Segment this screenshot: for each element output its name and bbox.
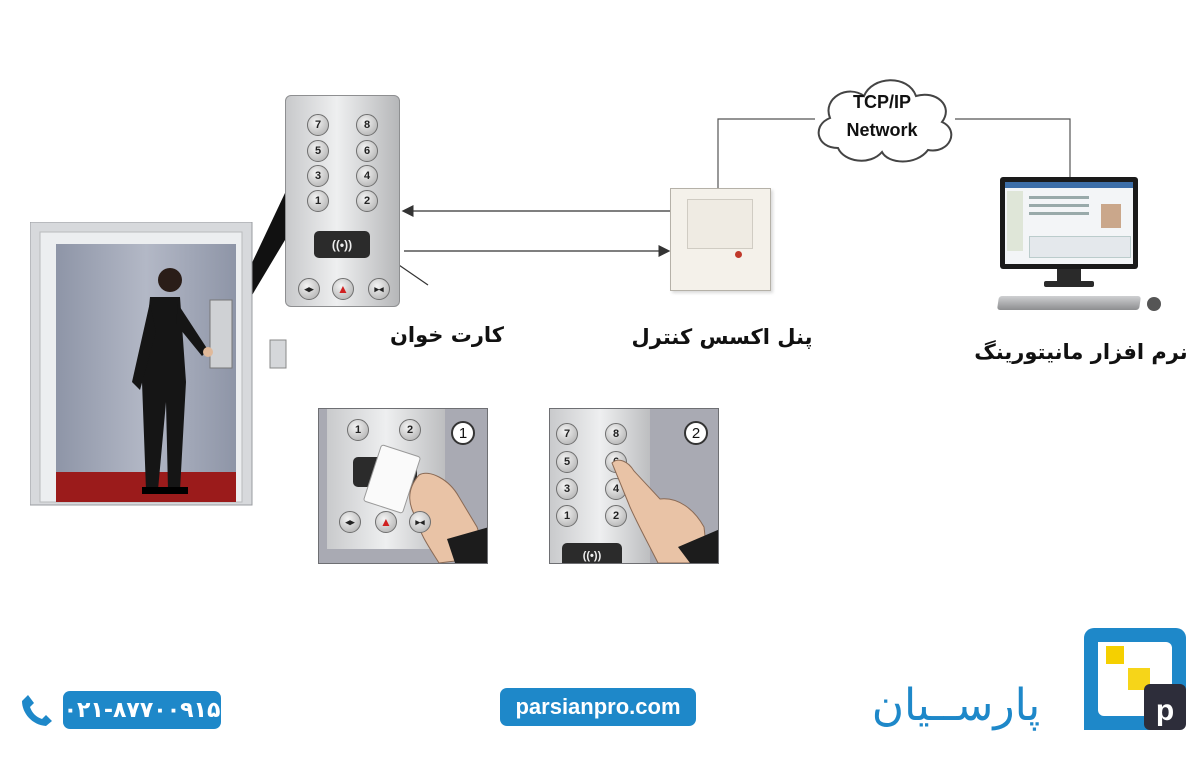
network-cloud [817,79,953,163]
door-open-icon[interactable]: ◂▸ [298,278,320,300]
step2-key-7[interactable]: 7 [556,423,578,445]
monitor [1000,177,1138,269]
hand-pressing-key [611,459,718,563]
step1-key-2[interactable]: 2 [399,419,421,441]
brand-logo-icon: p [1084,628,1186,730]
step2-key-1[interactable]: 1 [556,505,578,527]
panel-cover [687,199,753,249]
step1-panel: 1 2 ◂▸ ▲ ▸◂ 1 [318,408,488,564]
mouse-icon [1147,297,1161,311]
step2-key-3[interactable]: 3 [556,478,578,500]
key-3[interactable]: 3 [307,165,329,187]
step1-alarm-icon[interactable]: ▲ [375,511,397,533]
key-8[interactable]: 8 [356,114,378,136]
brand-name: پارســیان [871,680,1041,731]
monitor-screen [1005,182,1133,264]
step1-door-open-icon[interactable]: ◂▸ [339,511,361,533]
step2-panel: 7 8 5 6 3 4 1 2 ((•)) 2 [549,408,719,564]
monitor-stand [1057,269,1081,283]
phone-number[interactable]: ۰۲۱-۸۷۷۰۰۹۱۵ [63,691,221,729]
step1-key-1[interactable]: 1 [347,419,369,441]
monitoring-software-label: نرم افزار مانیتورینگ [974,340,1188,364]
keyboard-icon [997,296,1141,310]
access-panel-label: پنل اکسس کنترل [631,325,813,349]
elevator-illustration [30,222,287,506]
network-label-line2: Network [846,120,918,140]
step2-key-2[interactable]: 2 [605,505,627,527]
elevator-keypad: 7 8 5 6 3 4 1 2 ((•)) ◂▸ ▲ ▸◂ [285,95,400,307]
step1-badge: 1 [451,421,475,445]
key-7[interactable]: 7 [307,114,329,136]
step2-key-5[interactable]: 5 [556,451,578,473]
door-close-icon[interactable]: ▸◂ [368,278,390,300]
key-6[interactable]: 6 [356,140,378,162]
step2-key-8[interactable]: 8 [605,423,627,445]
key-1[interactable]: 1 [307,190,329,212]
step1-door-close-icon[interactable]: ▸◂ [409,511,431,533]
card-reader-label: کارت خوان [389,323,505,347]
hand-holding-card [409,472,487,563]
website-link[interactable]: parsianpro.com [500,688,696,726]
alarm-bell-icon[interactable]: ▲ [332,278,354,300]
key-5[interactable]: 5 [307,140,329,162]
key-4[interactable]: 4 [356,165,378,187]
panel-logo-icon [735,251,742,258]
user-photo [1101,204,1121,228]
step2-badge: 2 [684,421,708,445]
phone-icon [20,693,52,727]
svg-text:p: p [1156,694,1174,727]
network-label-line1: TCP/IP [852,92,911,112]
line-network-monitor [955,118,1071,182]
key-2[interactable]: 2 [356,190,378,212]
monitor-base [1044,281,1094,287]
line-panel-network [717,118,815,192]
access-control-panel [670,188,771,291]
step2-reader: ((•)) [562,543,622,563]
card-reader[interactable]: ((•)) [314,231,370,258]
